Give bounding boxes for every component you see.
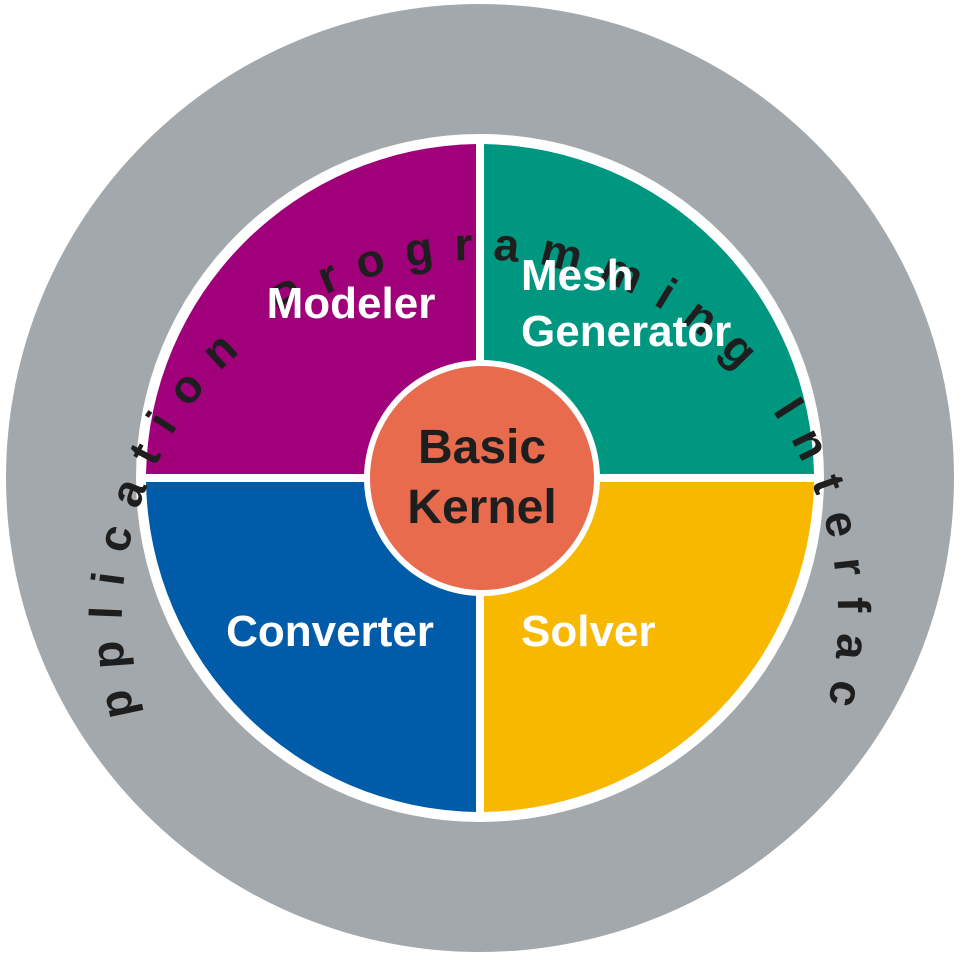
converter-quadrant[interactable]: [146, 482, 476, 812]
kernel-label-line2: Kernel: [407, 481, 556, 534]
modeler-quadrant[interactable]: [146, 144, 476, 474]
kernel-label-line1: Basic: [418, 421, 546, 474]
mesh-generator-quadrant[interactable]: [484, 144, 814, 474]
solver-quadrant[interactable]: [484, 482, 814, 812]
mesh-generator-label-line2: Generator: [521, 307, 731, 356]
mesh-generator-label-line1: Mesh: [521, 251, 633, 300]
solver-label: Solver: [521, 607, 656, 656]
basic-kernel-circle[interactable]: [370, 366, 594, 590]
converter-label: Converter: [226, 607, 434, 656]
modeler-label: Modeler: [267, 279, 436, 328]
